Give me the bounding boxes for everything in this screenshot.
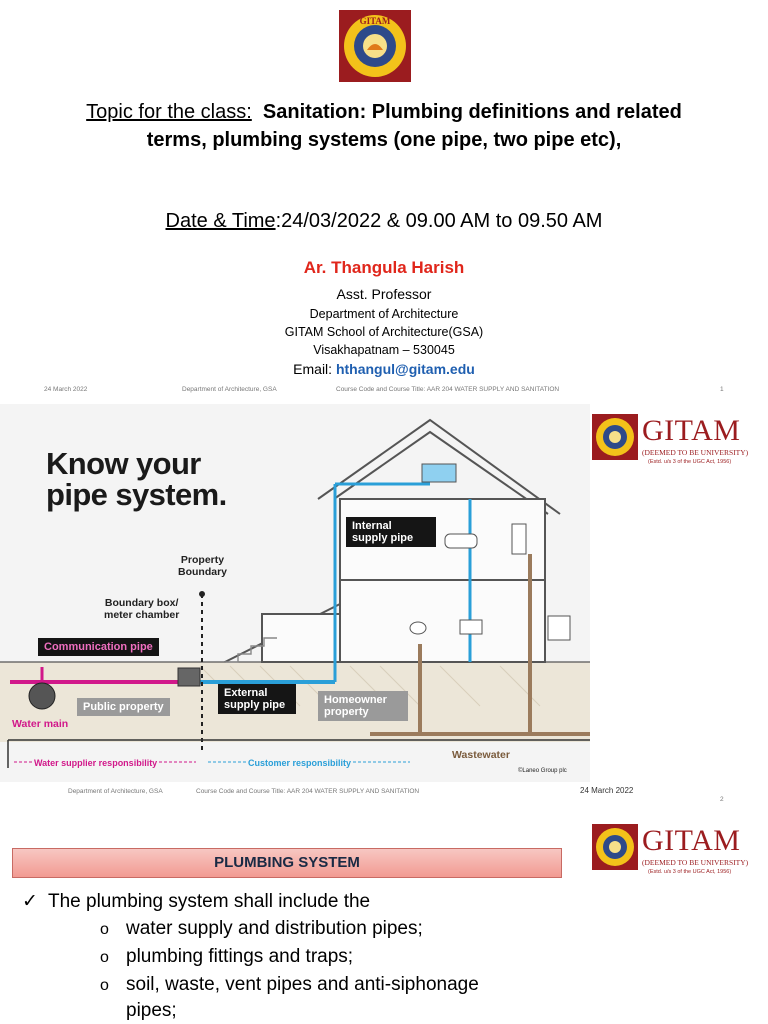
topic-heading: Topic for the class: Sanitation: Plumbin… — [40, 98, 728, 154]
gitam-brand-logo: GITAM (DEEMED TO BE UNIVERSITY) (Estd. u… — [592, 824, 768, 884]
footer-date: 24 March 2022 — [580, 786, 634, 795]
slide-title: PLUMBING SYSTEM — [12, 848, 562, 878]
slide-heading: Know your pipe system. — [46, 448, 227, 510]
bullet-text: The plumbing system shall include the — [48, 891, 371, 912]
plumbing-system-slide: GITAM (DEEMED TO BE UNIVERSITY) (Estd. u… — [0, 804, 768, 1024]
date-time: Date & Time:24/03/2022 & 09.00 AM to 09.… — [40, 210, 728, 233]
svg-text:GITAM: GITAM — [360, 16, 391, 26]
email-link[interactable]: hthangul@gitam.edu — [335, 361, 475, 377]
footer-course: Course Code and Course Title: AAR 204 WA… — [196, 788, 420, 795]
department: Department of Architecture — [309, 307, 459, 321]
footer-course: Course Code and Course Title: AAR 204 WA… — [336, 386, 560, 393]
email-label: Email: — [293, 361, 333, 377]
datetime-value: :24/03/2022 & 09.00 AM to 09.50 AM — [275, 210, 603, 232]
city: Visakhapatnam – 530045 — [313, 343, 455, 357]
gitam-seal-icon — [592, 824, 638, 870]
pipe-system-slide: Know your pipe system. Property Boundary… — [0, 404, 768, 804]
footer-dept: Department of Architecture, GSA — [68, 788, 163, 795]
email-line: Email: hthangul@gitam.edu — [0, 361, 768, 377]
gitam-seal-logo: GITAM — [339, 10, 411, 82]
datetime-label: Date & Time — [165, 210, 276, 232]
heading-line-2: pipe system. — [46, 477, 227, 512]
water-main-label: Water main — [12, 718, 69, 730]
customer-responsibility-label: Customer responsibility — [248, 758, 352, 768]
circle-bullet-icon: o — [100, 977, 109, 994]
topic-prefix: Topic for the class: — [86, 101, 252, 123]
wastewater-label: Wastewater — [452, 749, 510, 761]
boundary-box-label: Boundary box/ meter chamber — [104, 597, 180, 621]
image-credit: ©Laneo Group plc — [518, 768, 567, 774]
topic-line-2: terms, plumbing systems (one pipe, two p… — [146, 129, 622, 151]
footer-dept: Department of Architecture, GSA — [182, 386, 277, 393]
topic-line-1: Sanitation: Plumbing definitions and rel… — [262, 101, 682, 123]
list-item-continued: pipes; — [126, 1000, 177, 1021]
title-slide: GITAM Topic for the class: Sanitation: P… — [0, 0, 768, 404]
school: GITAM School of Architecture(GSA) — [284, 325, 484, 339]
communication-pipe-label: Communication pipe — [38, 638, 159, 656]
gitam-brand-logo: GITAM (DEEMED TO BE UNIVERSITY) (Estd. u… — [592, 414, 768, 474]
homeowner-property-label: Homeowner property — [318, 691, 408, 721]
public-property-label: Public property — [77, 698, 170, 716]
checkmark-icon: ✓ — [22, 891, 38, 912]
water-supplier-responsibility-label: Water supplier responsibility — [34, 758, 158, 768]
circle-bullet-icon: o — [100, 921, 109, 938]
internal-supply-pipe-label: Internal supply pipe — [346, 517, 436, 547]
footer-date: 24 March 2022 — [44, 386, 88, 393]
heading-line-1: Know your — [46, 446, 201, 481]
page-number: 1 — [720, 386, 724, 393]
property-boundary-label: Property Boundary — [178, 554, 228, 578]
page-number: 2 — [720, 796, 724, 803]
external-supply-pipe-label: External supply pipe — [218, 684, 296, 714]
author-role: Asst. Professor — [336, 286, 432, 302]
main-bullet: ✓ The plumbing system shall include the — [22, 890, 370, 913]
author-name: Ar. Thangula Harish — [303, 258, 465, 277]
gitam-seal-icon — [592, 414, 638, 460]
circle-bullet-icon: o — [100, 949, 109, 966]
